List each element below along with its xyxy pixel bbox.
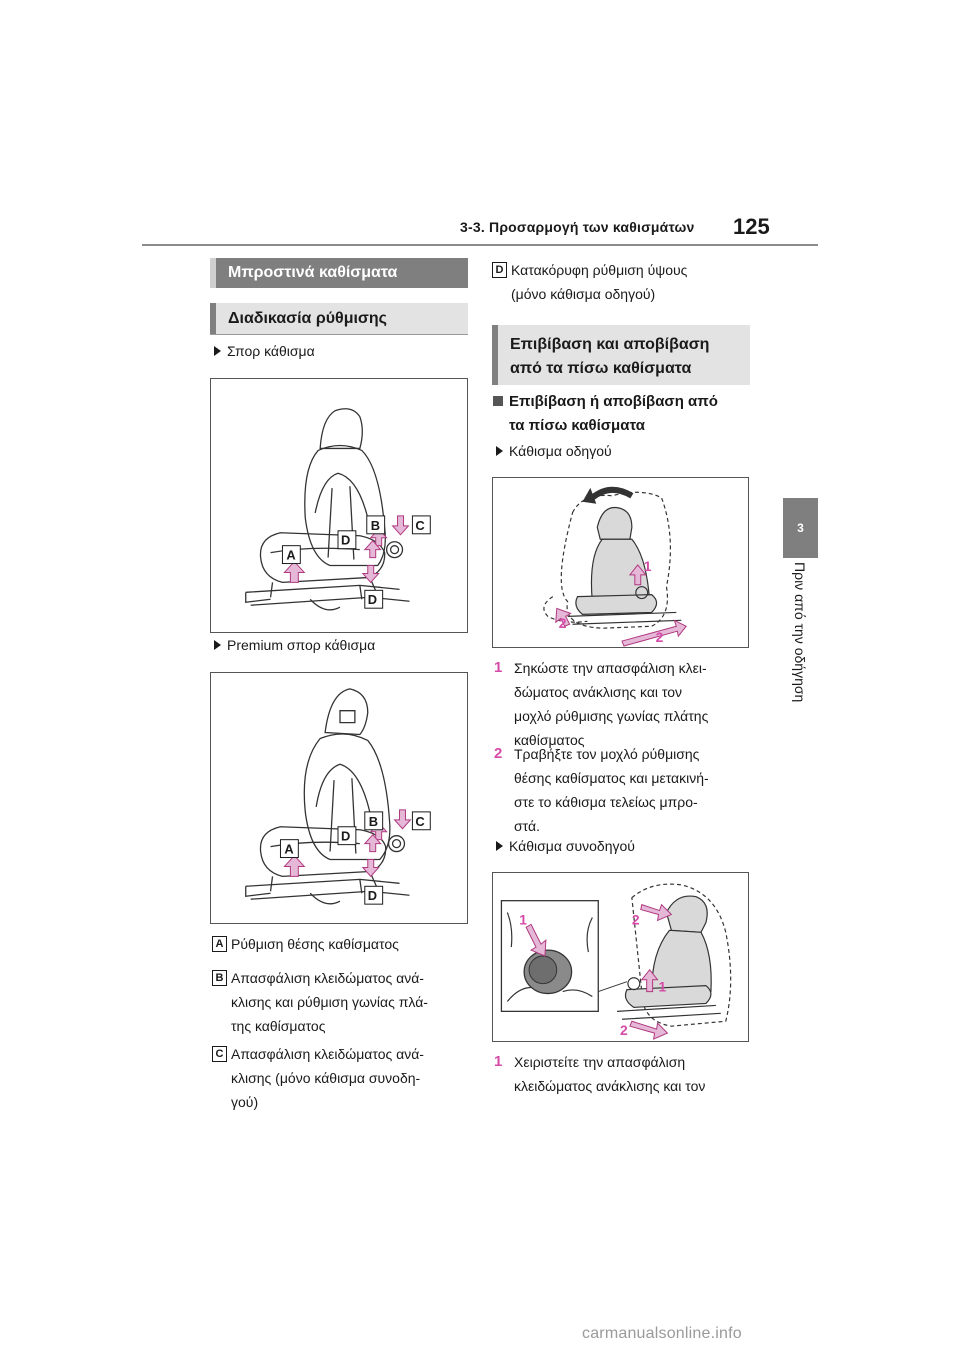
triangle-bullet-icon bbox=[214, 346, 221, 356]
driver-step-1-line-2: δώματος ανάκλισης και τον bbox=[514, 684, 683, 700]
passenger-seat-illustration: 1 2 1 2 bbox=[500, 883, 732, 1040]
section-heading-rear-access: Επιβίβαση και αποβίβαση από τα πίσω καθί… bbox=[492, 325, 750, 385]
step-number: 1 bbox=[494, 1053, 503, 1070]
section-heading-rear-line-1: Επιβίβαση και αποβίβαση bbox=[510, 336, 710, 353]
chapter-title-text: Πριν από την οδήγηση bbox=[792, 562, 808, 703]
letter-box-d: D bbox=[492, 262, 507, 278]
driver-callout-1: 1 bbox=[644, 558, 652, 574]
figure2-callout-d-lower: D bbox=[368, 888, 377, 903]
item-a-line-1: Ρύθμιση θέσης καθίσματος bbox=[231, 936, 399, 952]
passenger-callout-1-detail: 1 bbox=[519, 911, 527, 927]
section-heading-text: Μπροστινά καθίσματα bbox=[228, 264, 398, 281]
triangle-bullet-icon bbox=[214, 640, 221, 650]
figure1-callout-a: A bbox=[286, 548, 295, 563]
step-number: 1 bbox=[494, 659, 503, 676]
driver-seat-illustration: 1 2 2 bbox=[543, 486, 687, 647]
section-heading-rear-line-2: από τα πίσω καθίσματα bbox=[510, 360, 692, 377]
letter-box-c: C bbox=[212, 1046, 227, 1062]
driver-step-2-line-3: στε το κάθισμα τελείως μπρο- bbox=[514, 794, 698, 810]
driver-seat-caption-text: Κάθισμα οδηγού bbox=[509, 443, 612, 459]
figure-premium-sport-seat: A B C D D bbox=[210, 672, 468, 924]
chapter-tab: 3 bbox=[783, 498, 818, 558]
figure2-caption-text: Premium σπορ κάθισμα bbox=[227, 637, 376, 653]
driver-step-2-line-4: στά. bbox=[514, 818, 540, 834]
figure1-caption: Σπορ κάθισμα bbox=[214, 343, 315, 359]
figure-sport-seat: A B C D D bbox=[210, 378, 468, 633]
premium-sport-seat-illustration: A B C D D bbox=[245, 688, 431, 905]
sport-seat-illustration: A B C D D bbox=[245, 408, 431, 611]
item-c: C Απασφάλιση κλειδώματος ανά- κλισης (μό… bbox=[212, 1042, 474, 1114]
passenger-seat-caption-text: Κάθισμα συνοδηγού bbox=[509, 838, 635, 854]
item-c-line-3: γού) bbox=[231, 1094, 259, 1110]
chapter-title: Πριν από την οδήγηση bbox=[785, 562, 815, 732]
figure1-callout-d-lower: D bbox=[368, 592, 377, 607]
figure2-callout-a: A bbox=[284, 842, 293, 857]
figure1-callout-c: C bbox=[415, 518, 424, 533]
figure1-callout-b: B bbox=[371, 518, 380, 533]
passenger-callout-2-bottom: 2 bbox=[620, 1022, 628, 1038]
letter-box-b: B bbox=[212, 970, 227, 986]
driver-step-1-line-1: Σηκώστε την απασφάλιση κλει- bbox=[514, 660, 707, 676]
figure2-callout-c: C bbox=[415, 814, 424, 829]
driver-step-2-line-2: θέσης καθίσματος και μετακινή- bbox=[514, 770, 709, 786]
figure1-caption-text: Σπορ κάθισμα bbox=[227, 343, 315, 359]
section-heading-front-seats: Μπροστινά καθίσματα bbox=[210, 258, 468, 288]
item-d: D Κατακόρυφη ρύθμιση ύψους (μόνο κάθισμα… bbox=[492, 258, 757, 306]
chapter-number: 3 bbox=[797, 521, 804, 535]
topic-rear-access: Επιβίβαση ή αποβίβαση από τα πίσω καθίσμ… bbox=[493, 390, 753, 438]
driver-step-1-line-3: μοχλό ρύθμισης γωνίας πλάτης bbox=[514, 708, 709, 724]
subheading-adjustment-procedure: Διαδικασία ρύθμισης bbox=[210, 303, 468, 335]
page-number: 125 bbox=[733, 214, 770, 239]
driver-callout-2-left: 2 bbox=[559, 615, 567, 631]
item-c-line-2: κλισης (μόνο κάθισμα συνοδη- bbox=[231, 1070, 421, 1086]
triangle-bullet-icon bbox=[496, 841, 503, 851]
figure2-callout-b: B bbox=[369, 814, 378, 829]
figure2-callout-d-upper: D bbox=[341, 829, 350, 844]
item-b-line-2: κλισης και ρύθμιση γωνίας πλά- bbox=[231, 994, 428, 1010]
item-d-line-2: (μόνο κάθισμα οδηγού) bbox=[511, 286, 656, 302]
figure-driver-seat-access: 1 2 2 bbox=[492, 477, 749, 648]
figure1-callout-d-upper: D bbox=[341, 533, 350, 548]
square-bullet-icon bbox=[493, 396, 503, 406]
figure-passenger-seat-access: 1 2 1 2 bbox=[492, 872, 749, 1042]
driver-seat-caption: Κάθισμα οδηγού bbox=[496, 443, 612, 459]
item-a: A Ρύθμιση θέσης καθίσματος bbox=[212, 932, 474, 956]
item-c-line-1: Απασφάλιση κλειδώματος ανά- bbox=[231, 1046, 424, 1062]
item-d-line-1: Κατακόρυφη ρύθμιση ύψους bbox=[511, 262, 688, 278]
item-b: B Απασφάλιση κλειδώματος ανά- κλισης και… bbox=[212, 966, 474, 1038]
driver-step-1: 1 Σηκώστε την απασφάλιση κλει- δώματος α… bbox=[494, 656, 759, 752]
letter-box-a: A bbox=[212, 936, 227, 952]
driver-step-2: 2 Τραβήξτε τον μοχλό ρύθμισης θέσης καθί… bbox=[494, 742, 759, 838]
passenger-step-1-line-2: κλειδώματος ανάκλισης και τον bbox=[514, 1078, 706, 1094]
driver-step-1-line-4: καθίσματος bbox=[514, 732, 585, 748]
topic-line-1: Επιβίβαση ή αποβίβαση από bbox=[509, 393, 718, 410]
passenger-callout-1-seat: 1 bbox=[659, 979, 667, 995]
subheading-text: Διαδικασία ρύθμισης bbox=[228, 309, 387, 327]
figure2-caption: Premium σπορ κάθισμα bbox=[214, 637, 375, 653]
passenger-callout-2-top: 2 bbox=[632, 911, 640, 927]
passenger-step-1-line-1: Χειριστείτε την απασφάλιση bbox=[514, 1054, 686, 1070]
passenger-step-1: 1 Χειριστείτε την απασφάλιση κλειδώματος… bbox=[494, 1050, 759, 1098]
header-divider bbox=[142, 244, 818, 246]
triangle-bullet-icon bbox=[496, 446, 503, 456]
driver-callout-2-bottom: 2 bbox=[656, 629, 664, 645]
item-b-line-3: της καθίσματος bbox=[231, 1018, 326, 1034]
driver-step-2-line-1: Τραβήξτε τον μοχλό ρύθμισης bbox=[514, 746, 700, 762]
item-b-line-1: Απασφάλιση κλειδώματος ανά- bbox=[231, 970, 424, 986]
step-number: 2 bbox=[494, 745, 503, 762]
topic-line-2: τα πίσω καθίσματα bbox=[509, 417, 645, 434]
passenger-seat-caption: Κάθισμα συνοδηγού bbox=[496, 838, 635, 854]
running-header-section-title: 3-3. Προσαρμογή των καθισμάτων bbox=[460, 219, 695, 235]
watermark: carmanualsonline.info bbox=[582, 1325, 742, 1342]
